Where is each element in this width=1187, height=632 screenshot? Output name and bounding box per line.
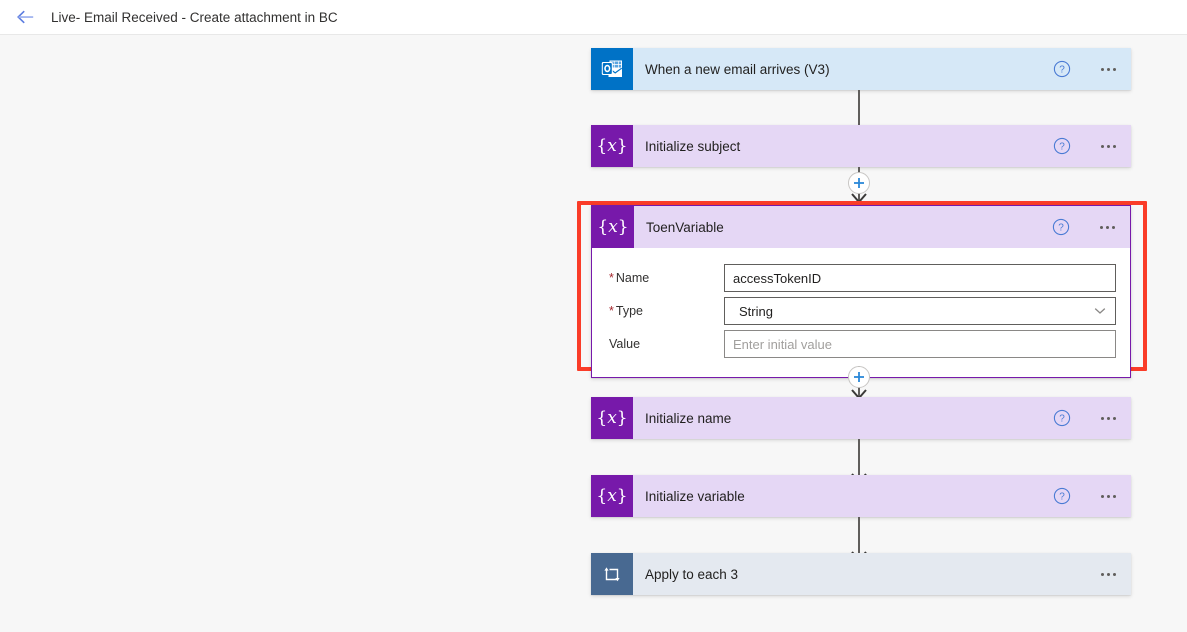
flow-step-trigger[interactable]: When a new email arrives (V3) ?	[591, 48, 1131, 90]
variable-glyph: {x}	[597, 216, 629, 237]
required-asterisk: *	[609, 271, 614, 285]
chevron-down-icon	[1094, 307, 1106, 315]
svg-text:?: ?	[1059, 142, 1065, 153]
flow-step-title: Initialize subject	[645, 138, 741, 154]
field-label-text: Value	[609, 337, 641, 351]
name-input[interactable]: accessTokenID	[724, 264, 1116, 292]
connector-line	[858, 517, 860, 554]
field-row-name: *Name accessTokenID	[606, 262, 1116, 294]
flow-step-title: When a new email arrives (V3)	[645, 61, 830, 77]
variable-icon: {x}	[592, 206, 634, 248]
kebab-dot	[1112, 67, 1116, 71]
plus-icon	[853, 371, 865, 383]
flow-step-apply-to-each-3[interactable]: Apply to each 3	[591, 553, 1131, 595]
kebab-dot	[1106, 144, 1110, 148]
more-options-button[interactable]	[1093, 67, 1123, 71]
type-select-value: String	[739, 303, 773, 319]
flow-step-title: ToenVariable	[646, 219, 724, 235]
field-label-name: *Name	[606, 271, 724, 285]
variable-icon: {x}	[591, 397, 633, 439]
variable-glyph: {x}	[596, 485, 628, 506]
insert-step-button[interactable]	[848, 366, 870, 388]
field-label-text: Name	[615, 271, 650, 285]
svg-text:?: ?	[1059, 65, 1065, 76]
flow-step-init-name[interactable]: {x} Initialize name ?	[591, 397, 1131, 439]
kebab-dot	[1100, 572, 1104, 576]
kebab-dot	[1112, 144, 1116, 148]
field-label-type: *Type	[606, 304, 724, 318]
variable-icon: {x}	[591, 125, 633, 167]
flow-step-title: Initialize variable	[645, 488, 745, 504]
loop-icon	[591, 553, 633, 595]
kebab-dot	[1106, 67, 1110, 71]
connector-line	[858, 439, 860, 476]
kebab-dot	[1112, 416, 1116, 420]
flow-step-body: *Name accessTokenID *Type String	[592, 248, 1130, 377]
more-options-button[interactable]	[1093, 144, 1123, 148]
more-options-button[interactable]	[1093, 494, 1123, 498]
flow-step-header[interactable]: Apply to each 3	[591, 553, 1131, 595]
kebab-dot	[1106, 416, 1110, 420]
variable-glyph: {x}	[596, 407, 628, 428]
field-row-value: Value Enter initial value	[606, 328, 1116, 360]
flow-step-title: Apply to each 3	[645, 566, 739, 582]
kebab-dot	[1105, 225, 1109, 229]
flow-canvas: When a new email arrives (V3) ? {x}	[0, 36, 1187, 632]
field-label-value: Value	[606, 337, 724, 351]
flow-step-header[interactable]: When a new email arrives (V3) ?	[591, 48, 1131, 90]
help-icon[interactable]: ?	[1053, 409, 1071, 427]
app-header: Live- Email Received - Create attachment…	[0, 0, 1187, 35]
connector-line	[858, 90, 860, 127]
svg-text:?: ?	[1059, 492, 1065, 503]
field-row-type: *Type String	[606, 295, 1116, 327]
kebab-dot	[1100, 144, 1104, 148]
value-input-placeholder: Enter initial value	[733, 336, 832, 352]
more-options-button[interactable]	[1093, 572, 1123, 576]
flow-step-init-subject[interactable]: {x} Initialize subject ?	[591, 125, 1131, 167]
kebab-dot	[1100, 416, 1104, 420]
value-input[interactable]: Enter initial value	[724, 330, 1116, 358]
flow-step-toen-variable[interactable]: {x} ToenVariable ? *Name	[591, 205, 1131, 378]
required-asterisk: *	[609, 304, 614, 318]
insert-step-button[interactable]	[848, 172, 870, 194]
variable-glyph: {x}	[596, 135, 628, 156]
flow-step-header[interactable]: {x} Initialize subject ?	[591, 125, 1131, 167]
kebab-dot	[1106, 572, 1110, 576]
more-options-button[interactable]	[1092, 225, 1122, 229]
kebab-dot	[1111, 225, 1115, 229]
help-icon[interactable]: ?	[1052, 218, 1070, 236]
help-icon[interactable]: ?	[1053, 137, 1071, 155]
plus-icon	[853, 177, 865, 189]
page-title: Live- Email Received - Create attachment…	[51, 9, 338, 25]
help-icon[interactable]: ?	[1053, 487, 1071, 505]
flow-step-title: Initialize name	[645, 410, 732, 426]
back-arrow-icon	[16, 9, 36, 25]
outlook-icon	[591, 48, 633, 90]
flow-step-header[interactable]: {x} Initialize variable ?	[591, 475, 1131, 517]
svg-text:?: ?	[1058, 223, 1064, 234]
help-icon[interactable]: ?	[1053, 60, 1071, 78]
kebab-dot	[1100, 67, 1104, 71]
kebab-dot	[1099, 225, 1103, 229]
variable-icon: {x}	[591, 475, 633, 517]
field-label-text: Type	[615, 304, 643, 318]
flow-step-header[interactable]: {x} Initialize name ?	[591, 397, 1131, 439]
kebab-dot	[1100, 494, 1104, 498]
back-button[interactable]	[9, 0, 43, 34]
svg-text:?: ?	[1059, 414, 1065, 425]
kebab-dot	[1112, 494, 1116, 498]
kebab-dot	[1106, 494, 1110, 498]
name-input-value: accessTokenID	[733, 270, 822, 286]
flow-step-init-variable[interactable]: {x} Initialize variable ?	[591, 475, 1131, 517]
more-options-button[interactable]	[1093, 416, 1123, 420]
flow-step-header[interactable]: {x} ToenVariable ?	[592, 206, 1130, 248]
kebab-dot	[1112, 572, 1116, 576]
type-select[interactable]: String	[724, 297, 1116, 325]
